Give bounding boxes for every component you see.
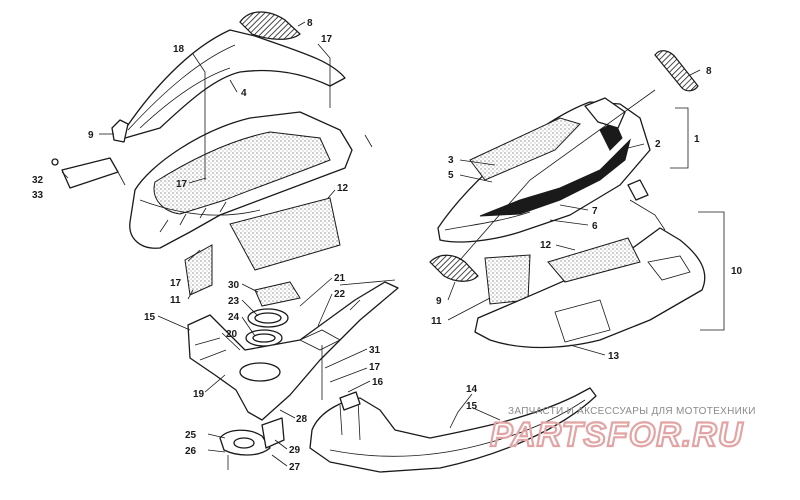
callout: 17: [321, 34, 333, 45]
watermark: ЗАПЧАСТИ И АКСЕССУАРЫ ДЛЯ МОТОТЕХНИКИ PA…: [489, 406, 756, 455]
callout: 15: [466, 401, 478, 412]
callout: 20: [226, 329, 238, 340]
callout: 10: [731, 266, 743, 277]
callout: 25: [185, 430, 197, 441]
part-latch-left: [61, 157, 119, 189]
callout: 13: [608, 351, 620, 362]
part-vent-top-left: [239, 11, 301, 40]
callout-labels: 8 17 18 4 9 32 33 17 12 17 11 30 23 24 2…: [32, 18, 743, 473]
watermark-logo: PARTSFOR.RU: [490, 416, 744, 454]
callout: 31: [369, 345, 381, 356]
callout: 19: [193, 389, 205, 400]
left-hood-assembly: [51, 11, 399, 470]
callout: 5: [448, 170, 454, 181]
callout: 11: [170, 295, 181, 306]
part-side-rail-left: [117, 29, 346, 141]
callout: 27: [289, 462, 301, 473]
leader-lines: [61, 21, 701, 467]
callout: 18: [173, 44, 185, 55]
part-seal-30: [254, 281, 301, 307]
lower-skid-assembly: [309, 387, 597, 473]
callout: 8: [706, 66, 712, 77]
callout: 23: [228, 296, 240, 307]
watermark-caption: ЗАПЧАСТИ И АКСЕССУАРЫ ДЛЯ МОТОТЕХНИКИ: [508, 406, 756, 417]
callout: 30: [228, 280, 240, 291]
part-belly-pan-left: [187, 281, 399, 421]
callout: 28: [296, 414, 308, 425]
callout: 8: [307, 18, 313, 29]
callout: 14: [466, 384, 478, 395]
callout: 29: [289, 445, 301, 456]
part-lower-hood-right: [474, 227, 706, 349]
part-hood-window-left: [153, 131, 331, 215]
callout: 33: [32, 190, 44, 201]
callout: 1: [694, 134, 700, 145]
bracket-1: [670, 107, 689, 169]
part-clip-9: [111, 119, 129, 143]
callout: 17: [176, 179, 188, 190]
callout: 26: [185, 446, 197, 457]
callout: 16: [372, 377, 384, 388]
callout: 7: [592, 206, 598, 217]
callout: 15: [144, 312, 156, 323]
callout: 32: [32, 175, 44, 186]
part-vent-top-right: [654, 50, 699, 92]
callout: 11: [431, 316, 442, 327]
callout: 9: [88, 130, 94, 141]
callout: 6: [592, 221, 598, 232]
part-vent-side-right: [429, 254, 479, 282]
part-side-panel-11-right: [484, 254, 531, 305]
callout: 12: [337, 183, 349, 194]
callout: 22: [334, 289, 346, 300]
callout: 2: [655, 139, 661, 150]
callout: 3: [448, 155, 454, 166]
callout: 12: [540, 240, 552, 251]
part-lower-window-right: [547, 237, 641, 283]
right-hood-assembly: [429, 50, 706, 349]
callout: 17: [170, 278, 182, 289]
part-graphic-stripe: [479, 138, 631, 217]
part-side-panel-11-left: [184, 244, 213, 296]
callout: 21: [334, 273, 346, 284]
bracket-10: [698, 211, 725, 331]
part-screen-panel-left: [229, 197, 341, 271]
callout: 17: [369, 362, 381, 373]
part-upper-window-right: [469, 117, 581, 181]
callout: 24: [228, 312, 240, 323]
callout: 4: [241, 88, 247, 99]
part-upper-hood-right: [437, 101, 651, 243]
callout: 9: [436, 296, 442, 307]
